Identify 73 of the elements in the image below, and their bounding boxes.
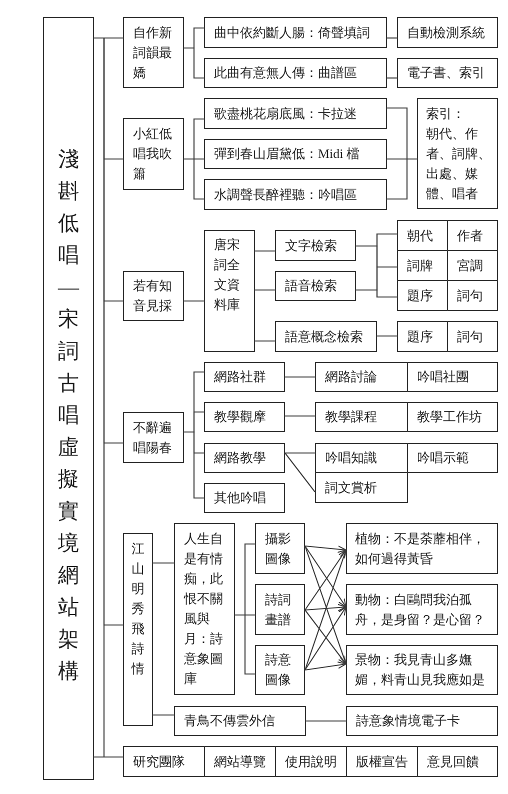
table-cell: 教學課程: [315, 402, 408, 432]
title-box: 淺斟低唱—宋詞古唱虛擬實境網站架構: [43, 17, 94, 780]
menu-cell: 網站導覽: [204, 746, 276, 777]
media-box: 詩詞畫譜: [255, 584, 305, 635]
feature-box: [417, 98, 498, 209]
feature-box: 動物：白鷗問我泊孤舟，是身留？是心留？: [346, 584, 498, 635]
page-box: 網路社群: [204, 362, 285, 392]
section-box: 自作新詞韻最嬌: [123, 17, 184, 88]
connector-line: [377, 335, 397, 337]
body-text: 朝代、作者、詞牌、出處、媒體、唱者: [426, 124, 492, 202]
feature-box: 景物：我見青山多嫵媚，料青山見我應如是: [346, 645, 498, 695]
connector-line: [255, 250, 275, 252]
feature-box: 自動檢測系統: [397, 17, 498, 48]
page-box: 水調聲長醉裡聽：吟唱區: [204, 179, 387, 210]
connector-line: [184, 158, 204, 200]
media-box: 攝影圖像: [255, 523, 305, 574]
connector-line: [153, 562, 174, 564]
section-box: 若有知音見採: [123, 271, 184, 321]
page-box: 網路教學: [204, 443, 285, 473]
connector-line: [387, 158, 417, 200]
feature-box: 植物：不是荼蘼相伴，如何過得黃昏: [346, 523, 498, 574]
table-cell: 詞句: [447, 321, 498, 352]
menu-cell: 研究團隊: [123, 746, 205, 777]
table-cell: 詞句: [447, 280, 498, 311]
menu-cell: 版權宣告: [346, 746, 418, 777]
connector-line: [387, 77, 397, 79]
page-box: 其他吟唱: [204, 483, 285, 513]
table-cell: 吟唱示範: [407, 443, 498, 473]
feature-box: 電子書、索引: [397, 58, 498, 88]
table-cell: 題序: [397, 321, 448, 352]
table-cell: 作者: [447, 220, 498, 251]
connector-line: [285, 376, 315, 378]
page-box: 唐宋詞全文資料庫: [204, 230, 255, 352]
table-cell: 詞文賞析: [315, 472, 408, 503]
connector-line: [285, 452, 315, 454]
arrow: [304, 604, 347, 612]
connector-line: [356, 289, 397, 298]
connector-line: [284, 452, 316, 492]
connector-line: [285, 415, 315, 417]
page-box: 語意概念檢索: [275, 321, 377, 352]
page-box: 青鳥不傳雲外信: [174, 706, 306, 736]
connector-line: [93, 37, 124, 758]
page-box: 人生自是有情痴，此恨不關風與月：詩意象圖庫: [174, 523, 235, 695]
section-box: 江山明秀飛詩情: [123, 533, 153, 726]
page-box: 教學觀摩: [204, 402, 285, 432]
page-box: 曲中依約斷人腸：倚聲填詞: [204, 17, 387, 48]
arrow: [304, 661, 347, 671]
feature-box: 詩意象情境電子卡: [346, 706, 498, 736]
page-box: 文字檢索: [275, 230, 356, 261]
menu-cell: 使用說明: [275, 746, 347, 777]
connector-line: [387, 37, 397, 39]
connector-line: [255, 340, 275, 342]
table-cell: 朝代: [397, 220, 448, 251]
connector-line: [153, 714, 174, 716]
table-cell: 教學工作坊: [407, 402, 498, 432]
arrow: [304, 545, 347, 553]
page-box: 語音檢索: [275, 271, 356, 301]
section-box: 小紅低唱我吹簫: [123, 118, 184, 190]
page-box: 歌盡桃花扇底風：卡拉迷: [204, 98, 387, 129]
table-cell: 題序: [397, 280, 448, 311]
connector-line: [255, 289, 275, 291]
table-cell: 吟唱社團: [407, 362, 498, 392]
connector-line: [184, 47, 204, 79]
heading-text: 索引：: [426, 104, 466, 122]
table-cell: 網路討論: [315, 362, 408, 392]
menu-cell: 意見回饋: [417, 746, 498, 777]
section-box: 不辭遍唱陽春: [123, 412, 184, 463]
connector-line: [306, 720, 346, 722]
page-box: 此曲有意無人傳：曲譜區: [204, 58, 387, 88]
table-cell: 吟唱知識: [315, 443, 408, 473]
connector-line: [184, 300, 204, 302]
media-box: 詩意圖像: [255, 645, 305, 695]
page-box: 彈到春山眉黛低：Midi 檔: [204, 139, 387, 169]
